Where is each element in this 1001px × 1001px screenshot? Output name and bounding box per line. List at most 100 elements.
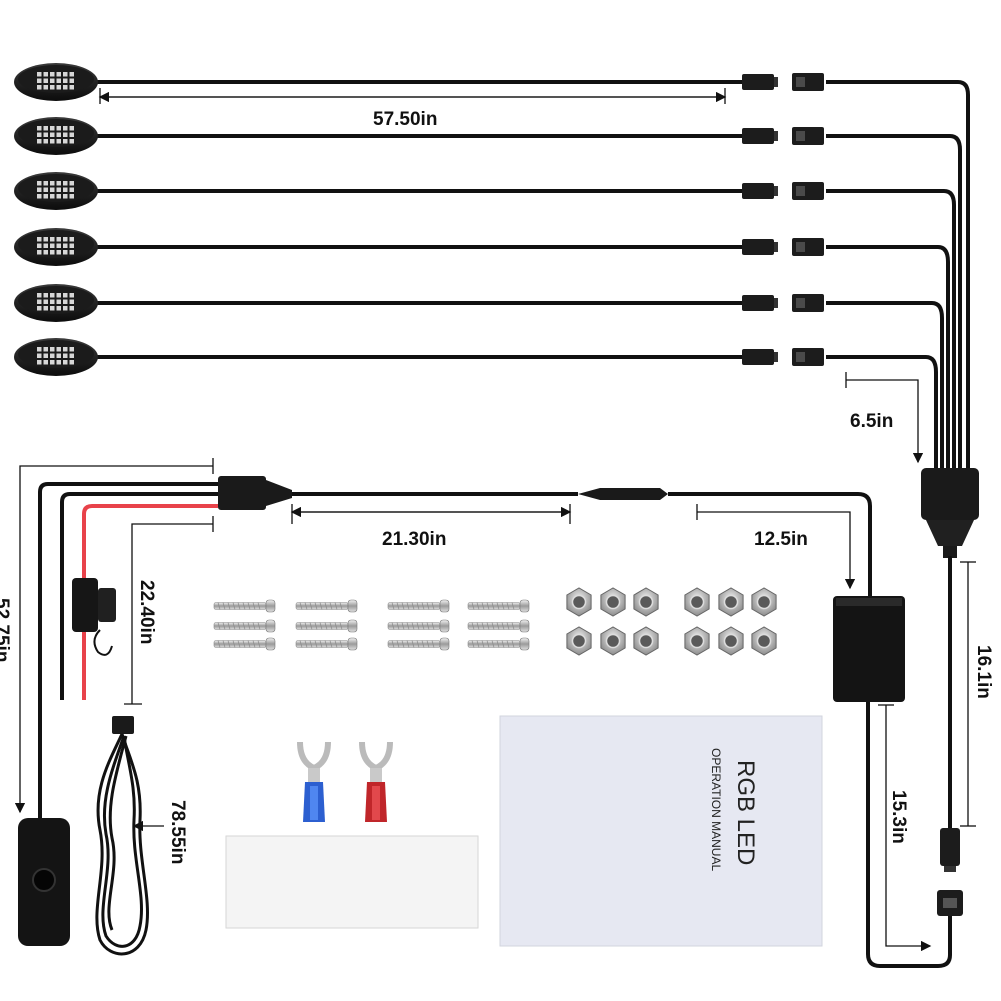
hex-nut [633,626,659,656]
led-chip [56,194,61,199]
led-chip [37,250,42,255]
pod-light [14,117,824,155]
led-chip [43,126,48,131]
led-chip [56,243,61,248]
led-chip [56,353,61,358]
y-splitter [218,476,292,510]
led-chip [37,181,42,186]
led-chip [37,187,42,192]
led-chip [69,293,74,298]
hub-branch-cables [826,80,970,470]
screw [467,637,530,651]
screws-group [213,599,530,651]
dim-harness: 78.55in [167,800,188,864]
fuse-holder [72,578,116,656]
screw [213,619,276,633]
operation-manual: RGB LED OPERATION MANUAL [499,715,823,947]
led-chip [50,360,55,365]
red-power-wire [82,504,218,700]
led-chip [63,347,68,352]
six-way-hub [921,468,979,558]
led-chip [37,347,42,352]
led-chip [50,306,55,311]
led-chip [37,132,42,137]
led-chip [69,353,74,358]
led-chip [56,347,61,352]
led-chip [63,181,68,186]
dim-extension: 21.30in [382,529,446,550]
led-chip [56,78,61,83]
hex-nut [600,626,626,656]
screw [467,619,530,633]
led-chip [56,360,61,365]
led-chip [69,132,74,137]
screw [387,637,450,651]
led-chip [37,237,42,242]
led-chip [63,293,68,298]
led-chip [43,132,48,137]
control-box [833,596,905,702]
led-chip [69,243,74,248]
pod-lights-group [14,63,824,376]
pod-connector-male [742,183,774,199]
led-chip [43,78,48,83]
led-chip [43,237,48,242]
pod-light [14,338,824,376]
hex-nut [600,587,626,617]
led-chip [69,299,74,304]
screw [295,637,358,651]
led-chip [56,250,61,255]
led-chip [56,181,61,186]
led-chip [56,306,61,311]
hex-nut [718,587,744,617]
led-chip [37,360,42,365]
manual-title: RGB LED [732,760,759,865]
led-chip [63,237,68,242]
led-chip [43,353,48,358]
led-chip [50,85,55,90]
led-chip [56,72,61,77]
led-chip [50,187,55,192]
led-chip [43,181,48,186]
led-chip [43,187,48,192]
led-chip [37,306,42,311]
hex-nut [718,626,744,656]
led-chip [69,306,74,311]
inline-switch [18,818,70,946]
led-chip [50,139,55,144]
led-chip [50,72,55,77]
hub-return-cable [866,700,952,968]
led-chip [63,360,68,365]
led-chip [63,353,68,358]
led-chip [50,353,55,358]
adhesive-pad [225,835,479,929]
pod-light [14,63,824,101]
led-chip [69,347,74,352]
led-chip [63,243,68,248]
led-chip [37,126,42,131]
screw [213,637,276,651]
dimension-lines [14,88,976,952]
led-chip [37,139,42,144]
led-chip [63,194,68,199]
led-chip [69,237,74,242]
led-chip [69,85,74,90]
led-chip [63,72,68,77]
led-chip [56,139,61,144]
pod-connector-male [742,74,774,90]
led-chip [50,181,55,186]
led-chip [37,194,42,199]
led-chip [43,243,48,248]
led-chip [37,353,42,358]
pod-light [14,228,824,266]
led-chip [43,360,48,365]
led-chip [69,250,74,255]
led-chip [63,78,68,83]
black-power-wire [60,492,218,700]
led-chip [63,132,68,137]
hub-lead-connector [937,828,963,916]
dim-power-lead: 22.40in [136,580,157,644]
screw [295,599,358,613]
dim-pod-cable: 57.50in [373,109,437,130]
pod-light [14,172,824,210]
